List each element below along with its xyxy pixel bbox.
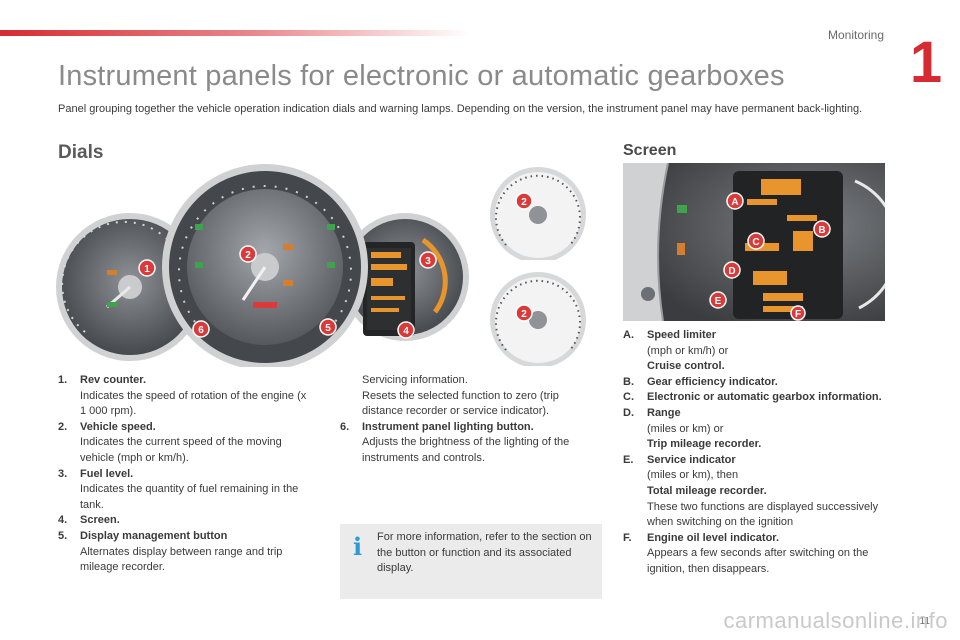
list-item: 1. Rev counter.Indicates the speed of ro…: [58, 374, 307, 418]
list-item: 2. Vehicle speed.Indicates the current s…: [58, 420, 282, 464]
list-item: 3. Fuel level.Indicates the quantity of …: [58, 467, 299, 511]
dial-callout-5: 5: [319, 318, 337, 336]
speedometer-variant-kmh: 2: [490, 272, 586, 366]
watermark: carmanualsonline.info: [723, 608, 948, 633]
svg-text:E: E: [715, 296, 722, 307]
svg-text:A: A: [731, 197, 738, 208]
page-number: 11: [919, 616, 930, 627]
dials-heading: Dials: [58, 142, 104, 163]
speedometer-variant-mph: 2: [490, 167, 586, 260]
svg-text:2: 2: [521, 309, 527, 320]
svg-text:6: 6: [198, 325, 204, 336]
section-name: Monitoring: [827, 28, 884, 42]
list-item: 6. Instrument panel lighting button.Adju…: [340, 420, 570, 464]
screen-heading: Screen: [623, 142, 677, 159]
list-item: B.Gear efficiency indicator.: [623, 375, 778, 388]
svg-text:D: D: [728, 266, 735, 277]
list-item: 4. Screen.: [58, 514, 120, 527]
svg-text:5: 5: [325, 323, 331, 334]
info-text: For more information, refer to the secti…: [377, 531, 592, 575]
screen-callout-b: B: [813, 220, 831, 238]
svg-text:2: 2: [245, 250, 251, 261]
dial-callout-2: 2: [239, 245, 257, 263]
speed-callout-2a: 2: [515, 192, 533, 210]
screen-callout-a: A: [726, 192, 744, 210]
dial-callout-1: 1: [138, 259, 156, 277]
dials-legend-list: 1. Rev counter.Indicates the speed of ro…: [58, 373, 308, 576]
svg-text:1: 1: [144, 264, 150, 275]
svg-text:3: 3: [425, 256, 431, 267]
page-title: Instrument panels for electronic or auto…: [58, 60, 785, 92]
dial-callout-6: 6: [192, 320, 210, 338]
info-box: i For more information, refer to the sec…: [340, 524, 602, 599]
instrument-panel-illustration: 1 2 3 4 5 6: [56, 164, 469, 367]
list-item: Servicing information.Resets the selecte…: [362, 374, 559, 418]
dials-legend-list-continued: Servicing information.Resets the selecte…: [340, 373, 602, 467]
list-item: C.Electronic or automatic gearbox inform…: [623, 391, 882, 404]
screen-illustration: A B C D E F: [623, 163, 885, 321]
chapter-number: 1: [909, 30, 943, 95]
svg-text:F: F: [795, 309, 801, 320]
screen-callout-c: C: [747, 232, 765, 250]
svg-text:B: B: [818, 225, 825, 236]
info-icon: i: [353, 532, 363, 561]
svg-text:2: 2: [521, 197, 527, 208]
svg-text:C: C: [752, 237, 759, 248]
screen-callout-f: F: [790, 305, 806, 321]
screen-callout-d: D: [723, 261, 741, 279]
chapter-color-bar: [0, 30, 470, 36]
speed-callout-2b: 2: [515, 304, 533, 322]
list-item: F.Engine oil level indicator.Appears a f…: [623, 531, 869, 575]
dial-callout-3: 3: [419, 251, 437, 269]
dial-callout-4: 4: [397, 321, 415, 339]
svg-text:4: 4: [403, 326, 409, 337]
screen-callout-e: E: [709, 291, 727, 309]
intro-paragraph: Panel grouping together the vehicle oper…: [58, 103, 863, 115]
